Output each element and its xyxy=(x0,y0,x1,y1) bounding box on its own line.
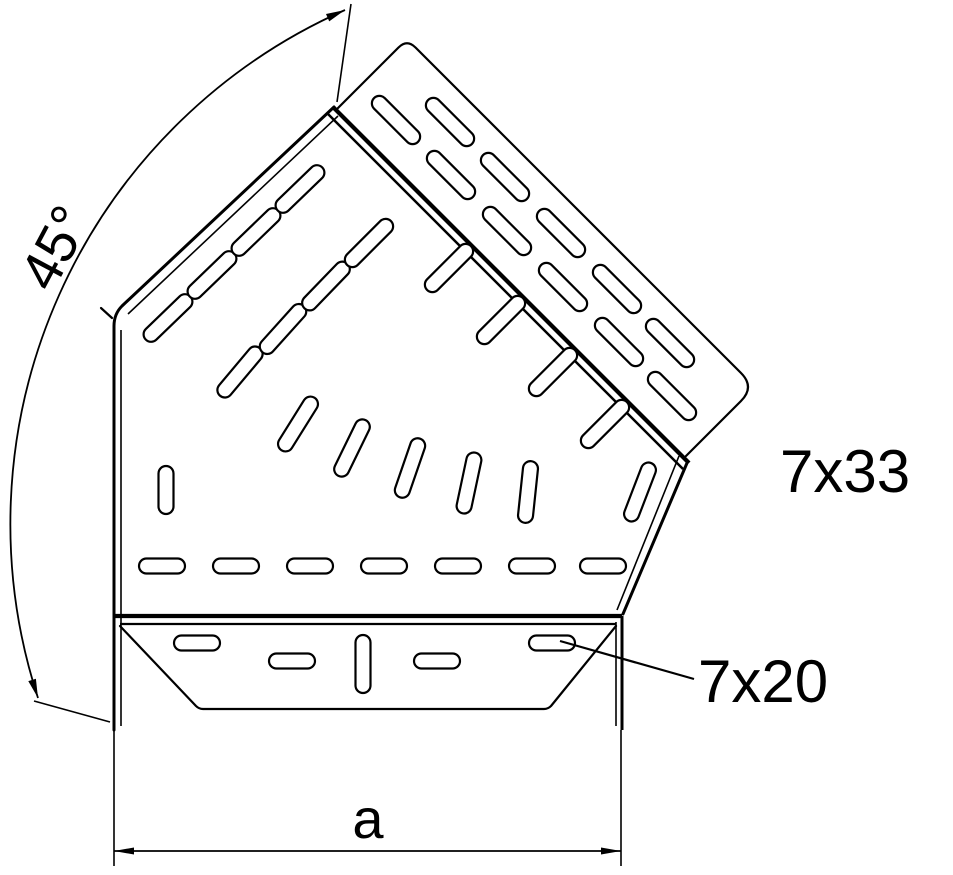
slot-size-leader-7x20 xyxy=(559,639,695,681)
bottom-flange-outline xyxy=(118,624,618,711)
perforation-slot xyxy=(578,557,628,575)
perforation-slot xyxy=(258,302,308,356)
tray-left-wall-and-upper-edge-outline xyxy=(112,105,336,732)
arc-arrowhead-bottom xyxy=(28,678,38,698)
bottom-row-perforations xyxy=(137,557,628,575)
slot-size-label-7x20: 7x20 xyxy=(698,648,828,715)
width-arrowhead-right xyxy=(601,847,621,855)
perforation-slot xyxy=(481,205,533,257)
perforation-slot xyxy=(455,451,483,515)
perforation-slot xyxy=(393,437,427,499)
perforation-slot xyxy=(285,557,335,575)
perforation-slot xyxy=(433,557,483,575)
perforation-slot xyxy=(216,345,264,399)
perforation-slot xyxy=(230,207,282,257)
tray-right-edge-outline xyxy=(621,461,689,616)
arc-arrowhead-top xyxy=(326,10,345,22)
perforation-slot xyxy=(579,398,631,450)
tray-upper-edge-inner-line xyxy=(127,115,339,315)
perforation-slot xyxy=(507,557,557,575)
width-label: a xyxy=(352,787,384,850)
width-arrowhead-left xyxy=(114,847,134,855)
perforation-slot xyxy=(593,316,645,368)
corner-lip-tick xyxy=(99,306,114,320)
perforation-slot xyxy=(354,633,372,695)
perforation-slot xyxy=(622,461,658,523)
perforation-slot xyxy=(537,261,589,313)
slot-size-label-7x33: 7x33 xyxy=(780,438,910,505)
angle-dimension-arc xyxy=(9,9,346,699)
tray-bottom-perforations xyxy=(142,164,658,524)
perforation-slot xyxy=(186,250,238,300)
perforation-slot xyxy=(591,263,643,315)
angle-extension-line-top xyxy=(336,3,352,103)
perforation-slot xyxy=(276,395,320,453)
perforation-slot xyxy=(370,94,422,146)
perforation-slot xyxy=(343,217,395,269)
perforation-slot xyxy=(412,652,462,670)
perforation-slot xyxy=(423,242,475,294)
perforation-slot xyxy=(267,652,317,670)
angle-extension-line-bottom xyxy=(33,700,111,723)
perforation-slot xyxy=(425,149,477,201)
perforation-slot xyxy=(644,317,696,369)
perforation-slot xyxy=(475,294,527,346)
vertical-perforations xyxy=(157,464,372,695)
perforation-slot xyxy=(646,370,698,422)
perforation-slot xyxy=(516,460,540,524)
perforation-slot xyxy=(527,634,577,652)
perforation-slot xyxy=(301,260,351,312)
perforation-slot xyxy=(137,557,187,575)
perforation-slot xyxy=(142,293,194,343)
perforation-slot xyxy=(479,151,531,203)
perforation-slot xyxy=(274,164,326,214)
perforation-slot xyxy=(172,634,222,652)
perforation-slot xyxy=(359,557,409,575)
perforation-slot xyxy=(211,557,261,575)
exit-flange-perforations xyxy=(370,94,698,422)
exit-bend-line xyxy=(331,105,691,465)
bottom-flange-perforations xyxy=(172,634,577,670)
tray-right-edge-inner-line xyxy=(616,455,680,611)
perforation-slot xyxy=(535,207,587,259)
perforation-slot xyxy=(333,418,371,478)
perforation-slot xyxy=(424,96,476,148)
perforation-slot xyxy=(527,346,579,398)
angle-label: 45° xyxy=(7,195,102,299)
perforation-slot xyxy=(157,464,175,516)
exit-flange-outline xyxy=(334,42,750,458)
